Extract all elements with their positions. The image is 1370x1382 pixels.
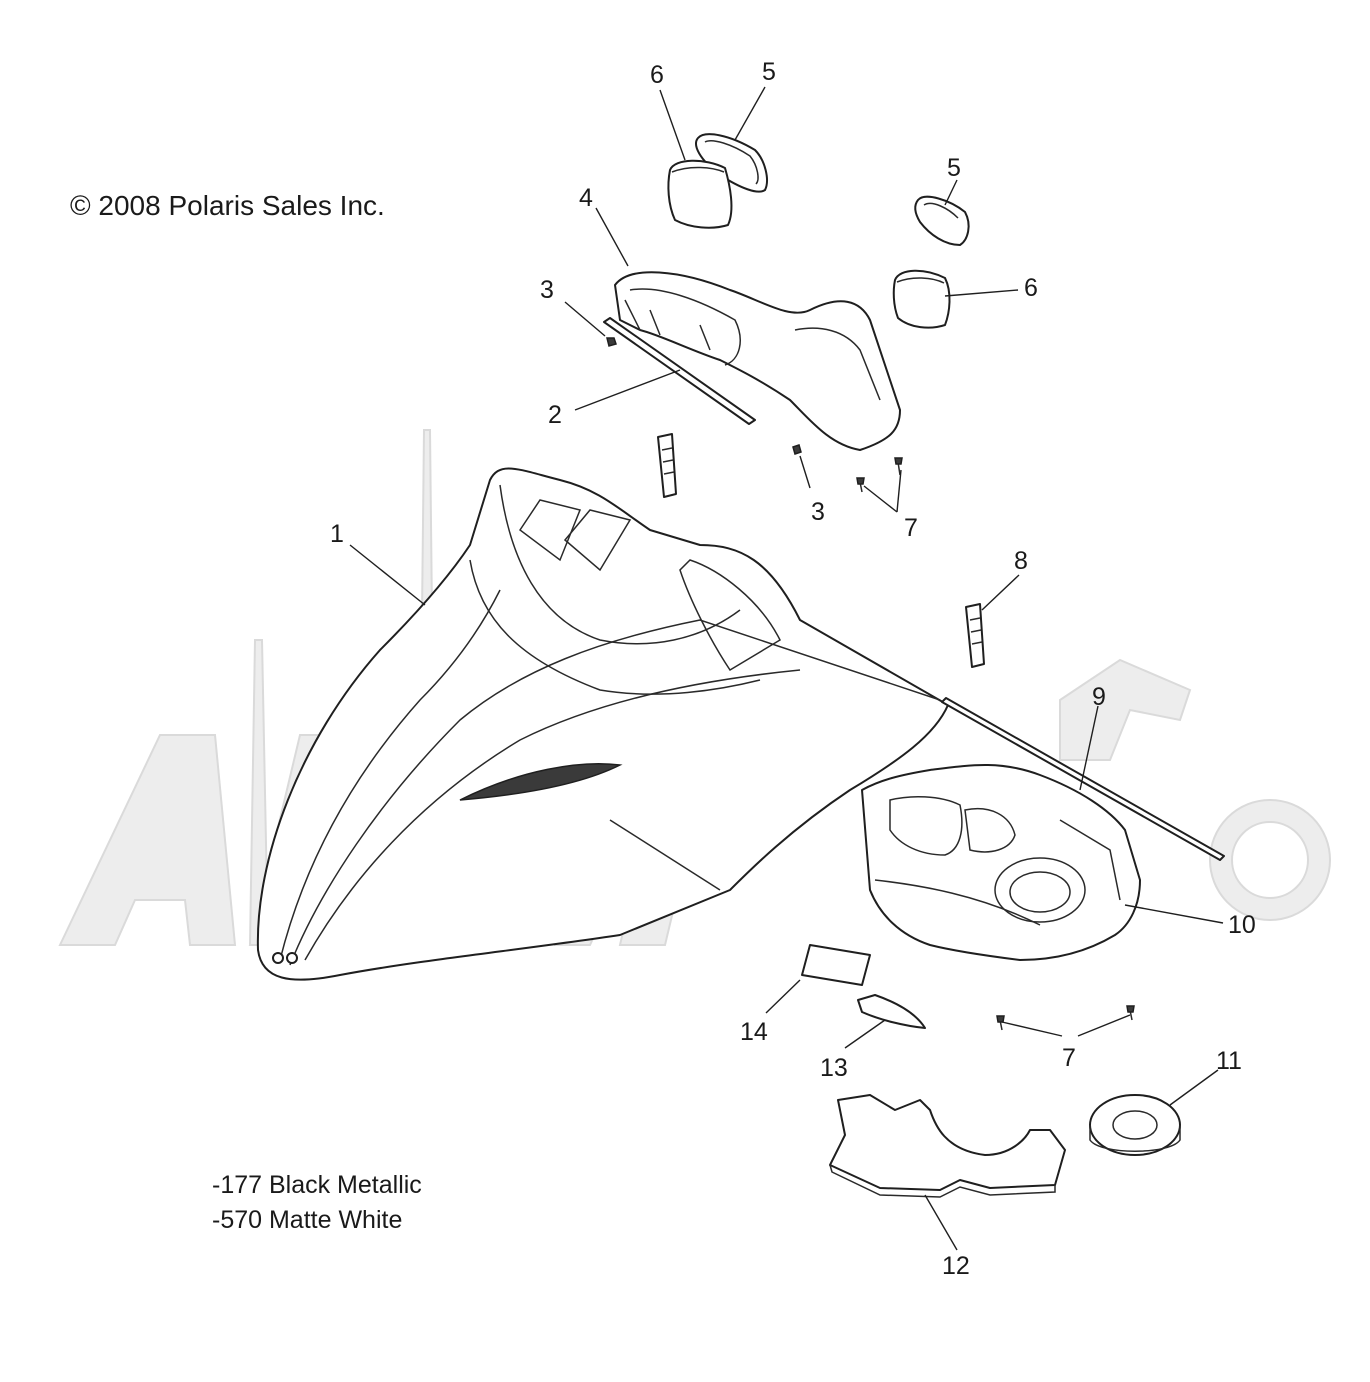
callout-7b: 7	[1062, 1044, 1076, 1072]
callout-13: 13	[820, 1054, 848, 1082]
part-clip-upper	[606, 337, 617, 347]
part-gauge-right	[892, 269, 951, 329]
part-foam-insert	[829, 1094, 1066, 1198]
part-latch-lower	[965, 603, 985, 668]
callout-6b: 6	[1024, 274, 1038, 302]
callout-8: 8	[1014, 547, 1028, 575]
part-bezel-right	[914, 195, 970, 246]
callout-1: 1	[330, 520, 344, 548]
callout-14: 14	[740, 1018, 768, 1046]
callout-5b: 5	[947, 154, 961, 182]
callout-3a: 3	[540, 276, 554, 304]
part-latch-upper	[657, 433, 677, 498]
part-decal-14	[801, 944, 871, 986]
part-hood	[256, 467, 949, 981]
part-decal-13	[857, 994, 926, 1029]
callout-labels: 1 2 3 3 4 5 5 6 6 7 7 8 9 10 11 12 13 14	[330, 58, 1256, 1280]
callout-6a: 6	[650, 61, 664, 89]
callout-9: 9	[1092, 683, 1106, 711]
part-storage-console	[861, 764, 1141, 961]
callout-5a: 5	[762, 58, 776, 86]
callout-4: 4	[579, 184, 593, 212]
callout-11: 11	[1216, 1047, 1242, 1075]
callout-3b: 3	[811, 498, 825, 526]
color-options: -177 Black Metallic -570 Matte White	[212, 1171, 422, 1234]
callout-7a: 7	[904, 514, 918, 542]
callout-2: 2	[548, 401, 562, 429]
color-option-white: -570 Matte White	[212, 1206, 402, 1234]
part-screws-upper	[856, 457, 903, 493]
leader-lines	[349, 86, 1224, 1251]
callout-12: 12	[942, 1252, 970, 1280]
color-option-black: -177 Black Metallic	[212, 1171, 422, 1199]
callout-10: 10	[1228, 911, 1256, 939]
part-clip-lower	[792, 444, 802, 455]
part-gauge-left	[667, 159, 733, 229]
part-strip	[603, 317, 756, 425]
part-grommet	[1089, 1094, 1181, 1156]
part-screws-lower	[996, 1005, 1135, 1031]
copyright-text: © 2008 Polaris Sales Inc.	[70, 190, 385, 221]
part-dash-panel	[614, 271, 901, 451]
